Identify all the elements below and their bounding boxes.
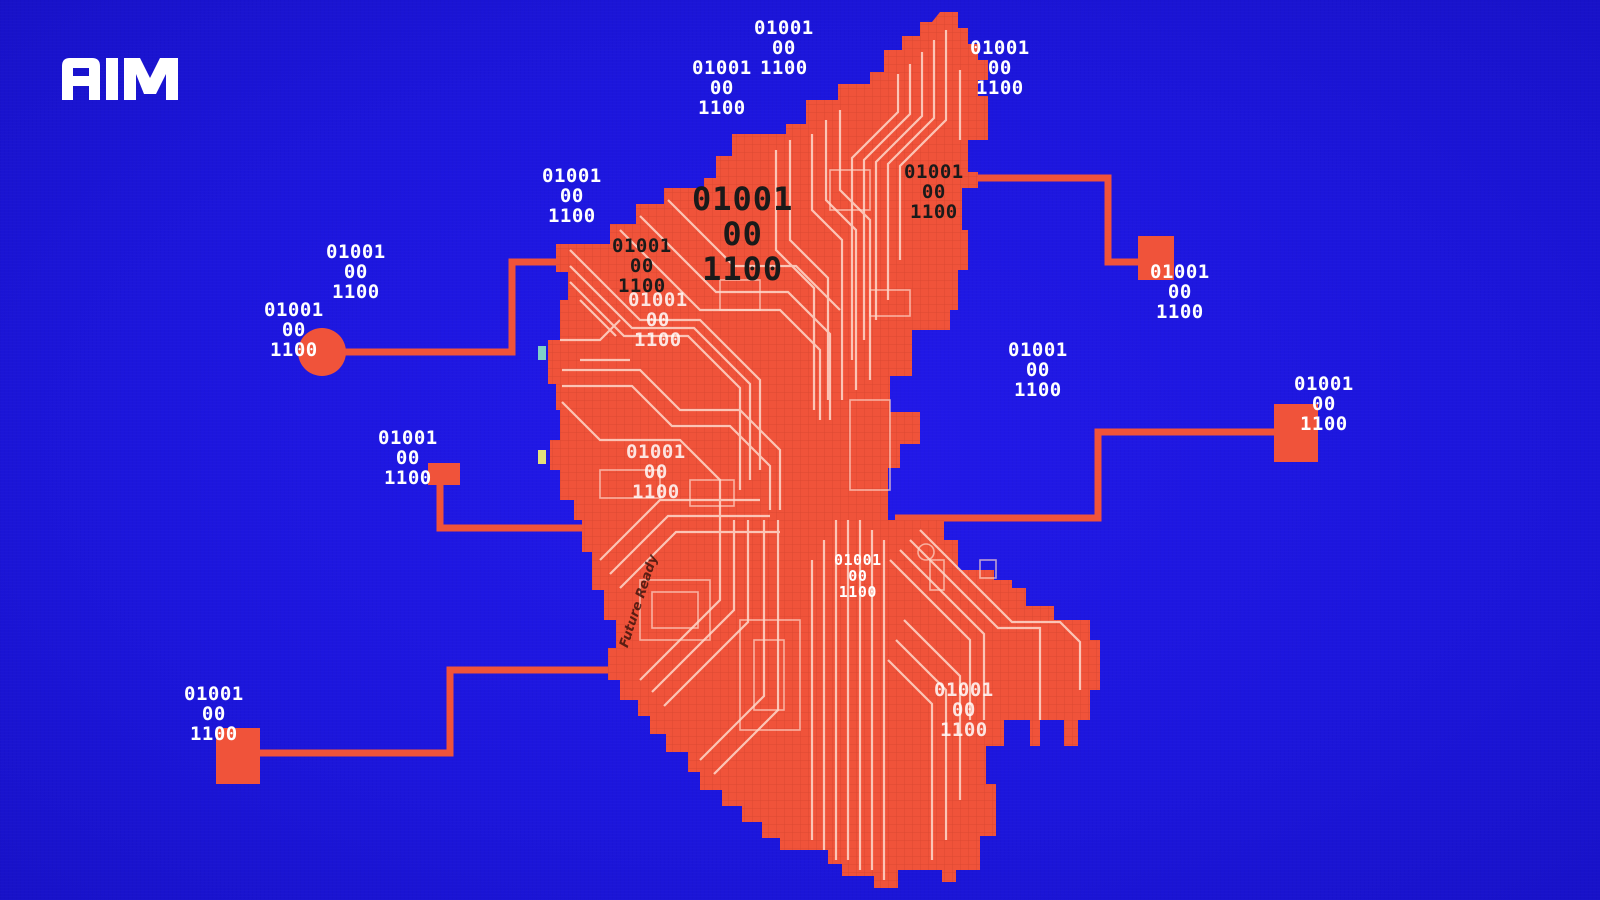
- wire-right-upper: [960, 174, 1160, 266]
- binary-tag: 01001 00 1100: [1294, 373, 1354, 435]
- binary-tag: 01001 00 1100: [970, 37, 1030, 99]
- binary-tag: 01001 00 1100: [934, 679, 994, 741]
- binary-tag: 01001 00 1100: [184, 683, 244, 745]
- binary-tag: 01001 00 1100: [754, 17, 814, 79]
- aim-logo-icon: [62, 58, 178, 100]
- component-round: [917, 543, 935, 561]
- binary-tag: 01001 00 1100: [542, 165, 602, 227]
- circuit-traces: [560, 30, 1082, 880]
- chip-lower-left: [639, 579, 711, 641]
- binary-tag-small: 01001 00 1100: [834, 551, 882, 601]
- wire-right-lower: [895, 428, 1280, 522]
- binary-tag: 01001 00 1100: [1008, 339, 1068, 401]
- binary-tag: 01001 00 1100: [1150, 261, 1210, 323]
- terminal-bottom-left: [216, 728, 260, 784]
- binary-tag: 01001 00 1100: [626, 441, 686, 503]
- chip-top: [829, 169, 871, 211]
- terminal-right-upper: [1138, 236, 1174, 280]
- binary-tag: 01001 00 1100: [612, 235, 672, 297]
- terminal-circle: [298, 328, 346, 376]
- binary-tag: 01001 00 1100: [326, 241, 386, 303]
- terminal-small: [428, 463, 460, 485]
- binary-tag: 01001 00 1100: [904, 161, 964, 223]
- binary-tag-large: 01001 00 1100: [692, 180, 794, 288]
- binary-tag: 01001 00 1100: [628, 289, 688, 351]
- wire-left-upper: [330, 258, 570, 356]
- chip-lower-center: [739, 619, 801, 731]
- circuit-components: [599, 169, 997, 731]
- circuit-silhouette: [548, 12, 1100, 888]
- chip-center: [849, 399, 891, 491]
- connector-terminals: [216, 236, 1318, 784]
- aim-logo: [60, 56, 182, 107]
- terminal-right-lower: [1274, 404, 1318, 462]
- connector-wires: [245, 174, 1280, 757]
- edge-bit-teal: [538, 346, 546, 360]
- wire-left-lower: [245, 666, 620, 757]
- wire-left-middle: [436, 474, 590, 532]
- binary-tag: 01001 00 1100: [378, 427, 438, 489]
- binary-tag: 01001 00 1100: [692, 57, 752, 119]
- edge-bit-yellow: [538, 450, 546, 464]
- binary-tag: 01001 00 1100: [264, 299, 324, 361]
